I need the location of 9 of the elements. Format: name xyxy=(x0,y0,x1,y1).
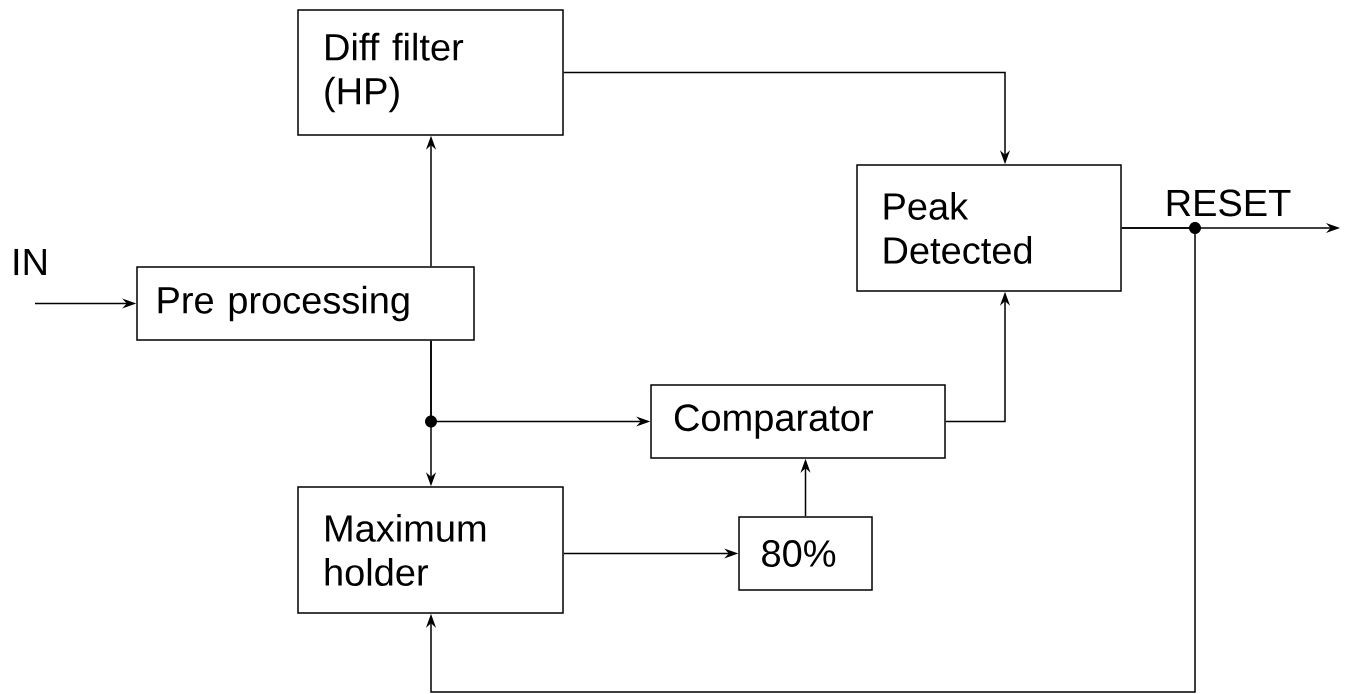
block-box: Peak Detected xyxy=(856,164,1122,292)
block-box: Maximum holder xyxy=(297,486,564,614)
block-box: Comparator xyxy=(650,384,946,459)
block-box: Diff filter (HP) xyxy=(297,9,564,136)
arrow xyxy=(425,227,1196,693)
edge-label: RESET xyxy=(1167,189,1291,217)
edge-label: IN xyxy=(14,248,46,276)
block-box: Pre processing xyxy=(136,266,475,341)
block-box: 80% xyxy=(738,516,873,591)
